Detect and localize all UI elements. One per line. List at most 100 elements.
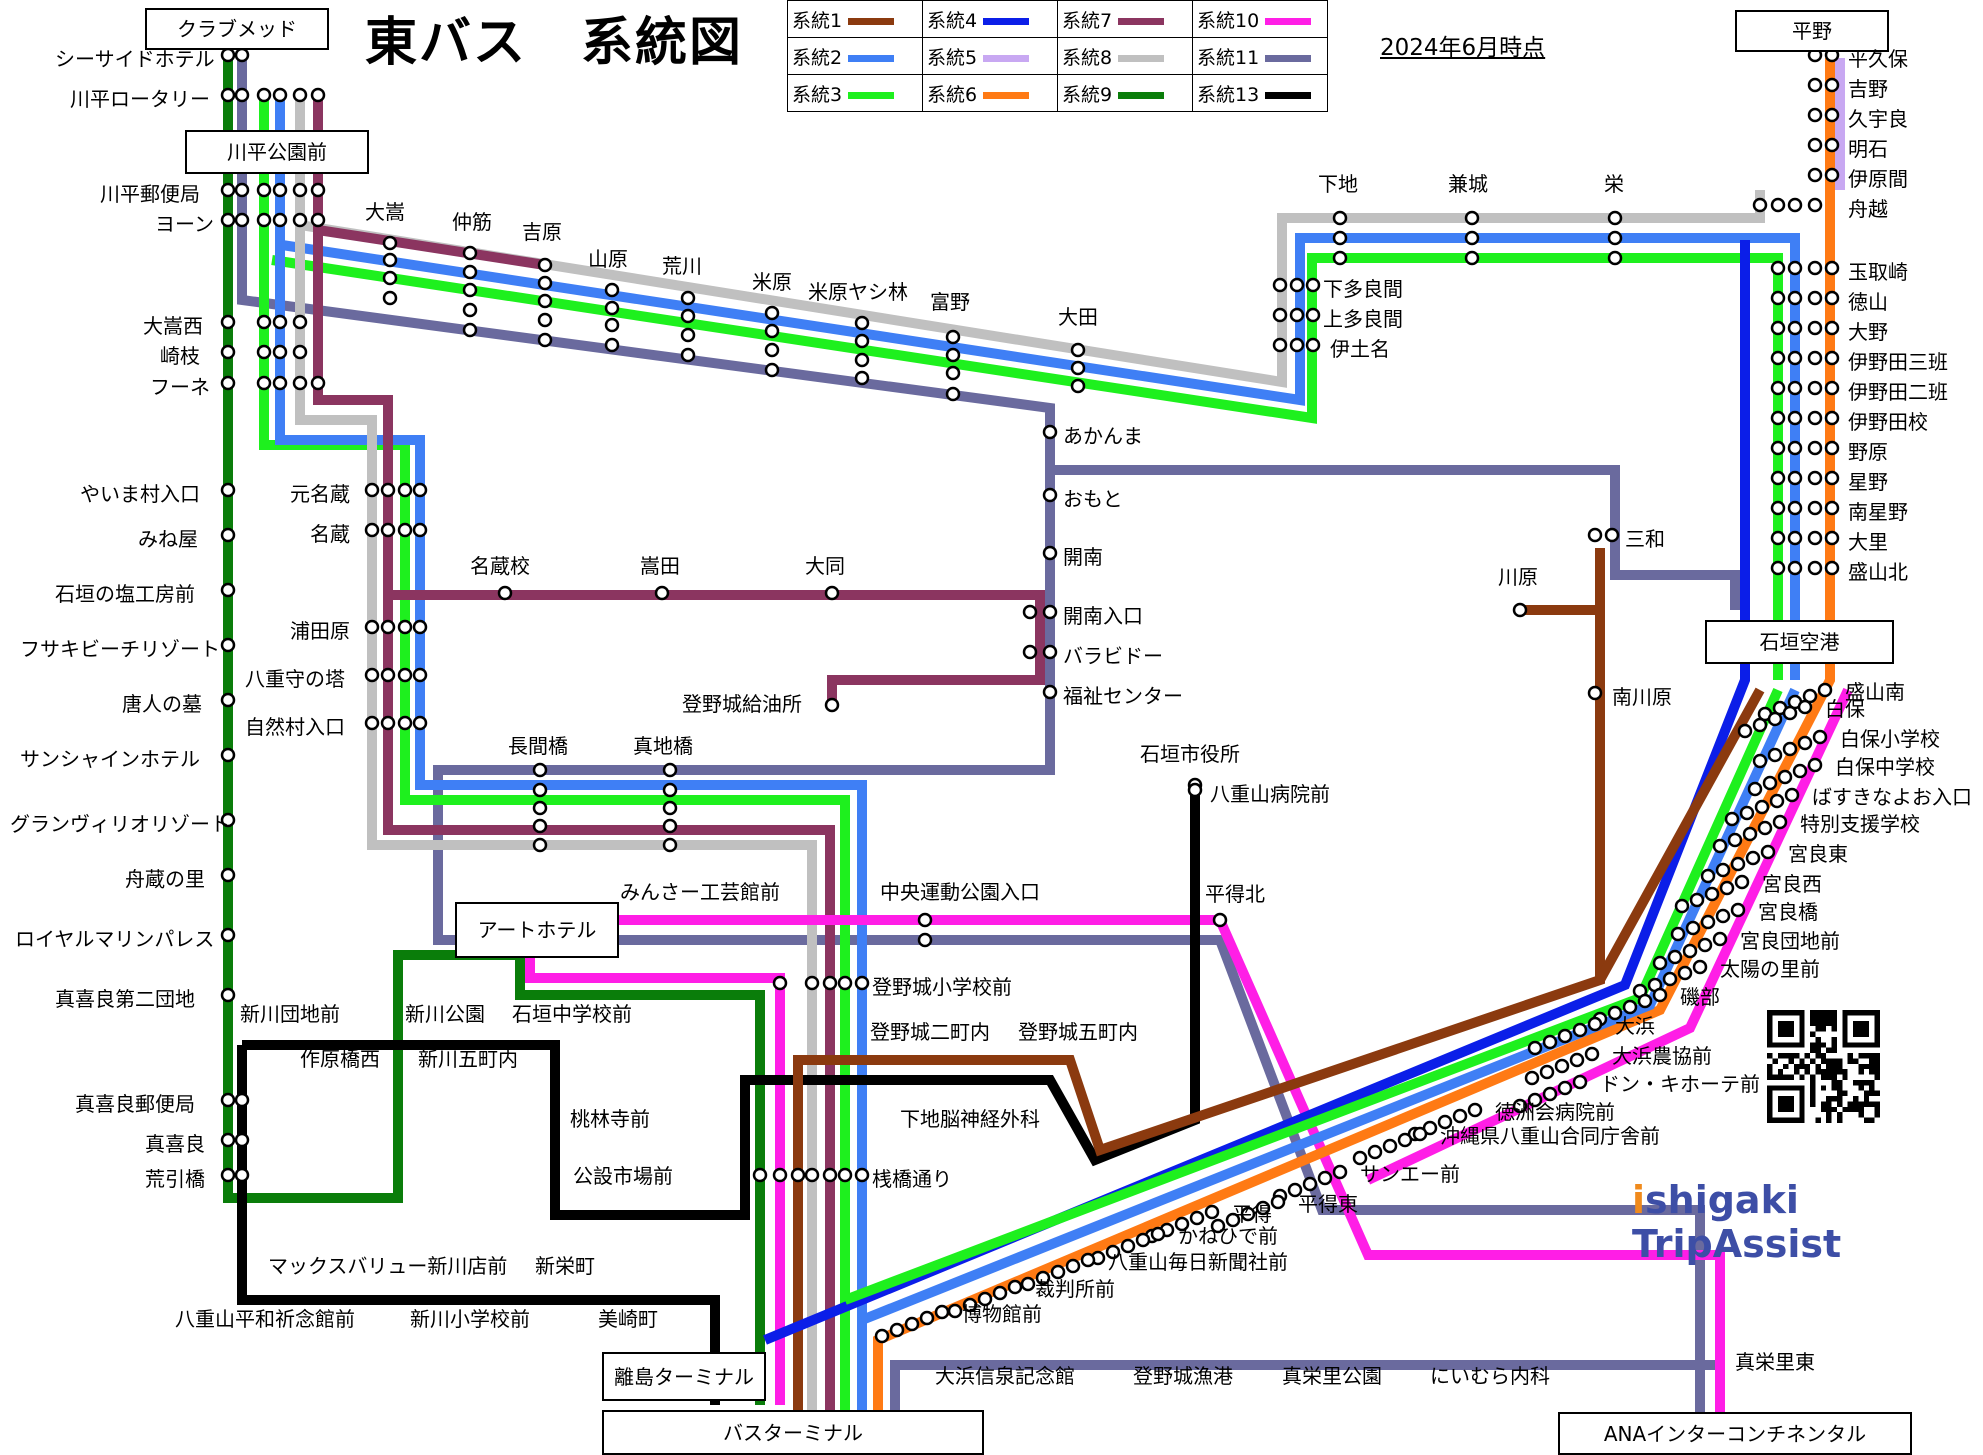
stop-dot <box>1742 826 1758 842</box>
stop-dot <box>537 312 553 328</box>
stop-dot <box>382 252 398 268</box>
stop-label: ドン・キホーテ前 <box>1600 1072 1760 1096</box>
stop-label: やいま村入口 <box>80 482 200 506</box>
stop-label: 徳洲会病院前 <box>1495 1100 1615 1124</box>
stop-dot <box>1824 137 1840 153</box>
stop-label: 吉野 <box>1848 77 1888 101</box>
stop-dot <box>1305 307 1321 323</box>
stop-label: 伊野田二班 <box>1848 380 1948 404</box>
stop-dot <box>1527 1092 1543 1108</box>
stop-dot <box>462 245 478 261</box>
stop-label: 上多良間 <box>1323 307 1403 331</box>
stop-dot <box>272 344 288 360</box>
stop-dot <box>680 308 696 324</box>
stop-dot <box>1812 729 1828 745</box>
stop-label: 磯部 <box>1680 985 1720 1009</box>
stop-dot <box>1807 260 1823 276</box>
stop-label: 舟越 <box>1848 197 1888 221</box>
route-10-airport <box>1365 687 1853 1185</box>
stop-dot <box>1762 775 1778 791</box>
stop-dot <box>604 337 620 353</box>
stop-dot <box>220 182 236 198</box>
stop-label: 栄 <box>1604 172 1624 196</box>
stop-dot <box>1080 1252 1096 1268</box>
stop-dot <box>1120 1238 1136 1254</box>
stop-dot <box>1770 440 1786 456</box>
stop-dot <box>1622 999 1638 1015</box>
stop-dot <box>1042 487 1058 503</box>
stop-dot <box>1824 260 1840 276</box>
stop-dot <box>537 332 553 348</box>
legend-label: 系統11 <box>1197 46 1260 69</box>
stop-dot <box>1807 290 1823 306</box>
stop-dot <box>364 482 380 498</box>
stop-label: 白保 <box>1825 697 1865 721</box>
stop-dot <box>412 522 428 538</box>
stop-dot <box>1770 320 1786 336</box>
stop-label: 名蔵校 <box>470 554 530 578</box>
legend-item: 系統9 <box>1057 74 1193 112</box>
stop-label: 新川公園 <box>405 1002 485 1026</box>
stop-label: 荒川 <box>662 254 702 278</box>
stop-dot <box>1807 500 1823 516</box>
stop-dot <box>604 300 620 316</box>
stop-label: 真栄里公園 <box>1282 1364 1382 1388</box>
stop-label: 八重守の塔 <box>245 667 345 691</box>
stop-dot <box>1787 320 1803 336</box>
stop-dot <box>1704 886 1720 902</box>
stop-dot <box>380 619 396 635</box>
stop-dot <box>1317 1170 1333 1186</box>
stop-dot <box>220 314 236 330</box>
stop-dot <box>662 800 678 816</box>
stop-dot <box>680 327 696 343</box>
stop-dot <box>1782 705 1798 721</box>
stop-dot <box>364 715 380 731</box>
stop-label: 大浜 <box>1615 1014 1655 1038</box>
stop-dot <box>1824 500 1840 516</box>
stop-label: 登野城二町内 <box>870 1020 990 1044</box>
legend-label: 系統1 <box>792 9 843 32</box>
terminal-hirano: 平野 <box>1735 10 1889 52</box>
stop-dot <box>1652 955 1668 971</box>
terminal-rito: 離島ターミナル <box>602 1352 766 1401</box>
stop-dot <box>1770 197 1786 213</box>
stop-label: 野原 <box>1848 440 1888 464</box>
stop-dot <box>934 1304 950 1320</box>
stop-dot <box>397 715 413 731</box>
stop-label: 徳山 <box>1848 290 1888 314</box>
stop-dot <box>310 375 326 391</box>
stop-label: 嵩田 <box>640 554 680 578</box>
stop-label: 沖縄県八重山合同庁舎前 <box>1440 1124 1660 1148</box>
stop-dot <box>1607 250 1623 266</box>
stop-dot <box>256 375 272 391</box>
stop-dot <box>1697 937 1713 953</box>
stop-label: 名蔵 <box>310 522 350 546</box>
stop-dot <box>1584 1046 1600 1062</box>
stop-dot <box>1734 874 1750 890</box>
stop-dot <box>1042 545 1058 561</box>
stop-dot <box>1824 107 1840 123</box>
legend-item: 系統1 <box>787 0 923 38</box>
stop-dot <box>1770 560 1786 576</box>
stop-label: にいむら内科 <box>1430 1364 1550 1388</box>
stop-dot <box>1305 277 1321 293</box>
stop-dot <box>1757 820 1773 836</box>
stop-dot <box>604 317 620 333</box>
stop-dot <box>292 182 308 198</box>
stop-label: 米原 <box>752 270 792 294</box>
stop-dot <box>220 582 236 598</box>
stop-dot <box>1712 931 1728 947</box>
qr-code[interactable] <box>1767 1010 1880 1123</box>
stop-dot <box>1724 811 1740 827</box>
stop-dot <box>310 182 326 198</box>
legend-item: 系統6 <box>922 74 1058 112</box>
stop-dot <box>1189 1210 1205 1226</box>
stop-label: 真地橋 <box>633 734 693 758</box>
stop-dot <box>220 927 236 943</box>
stop-dot <box>364 522 380 538</box>
stop-dot <box>1572 1074 1588 1090</box>
stop-dot <box>220 87 236 103</box>
stop-label: 博物館前 <box>962 1302 1042 1326</box>
stop-dot <box>532 837 548 853</box>
stop-dot <box>1700 868 1716 884</box>
